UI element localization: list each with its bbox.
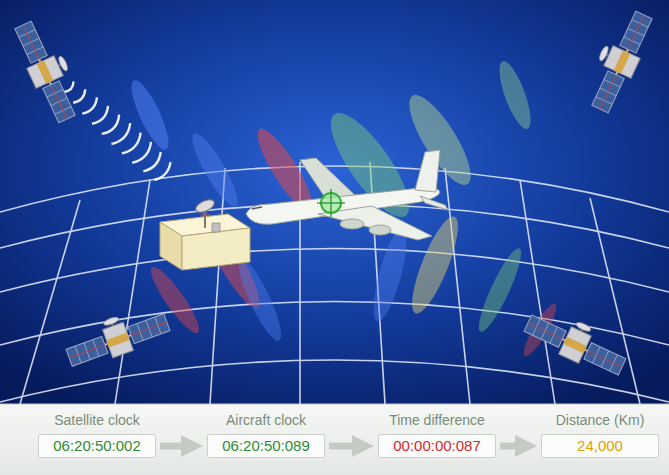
airplane [246, 150, 448, 240]
readout-group: Distance (Km) 24,000 [541, 411, 659, 458]
sky-background [0, 0, 669, 404]
chevron-arrow [500, 443, 526, 450]
satellite [61, 301, 172, 372]
readout-label: Satellite clock [38, 411, 156, 429]
readout-value: 24,000 [541, 434, 659, 458]
satellite [579, 5, 657, 115]
satellite [9, 15, 87, 125]
readout-value: 06:20:50:002 [38, 434, 156, 458]
readout-label: Aircraft clock [207, 411, 325, 429]
readout-group: Aircraft clock 06:20:50:089 [207, 411, 325, 458]
readout-label: Distance (Km) [541, 411, 659, 429]
chevron-arrow [160, 443, 192, 450]
readout-value: 06:20:50:089 [207, 434, 325, 458]
satellite [522, 302, 632, 380]
readout-bar [0, 404, 669, 475]
signal-waves [59, 76, 174, 184]
readout-value: 00:00:00:087 [378, 434, 496, 458]
readout-label: Time difference [378, 411, 496, 429]
readout-group: Satellite clock 06:20:50:002 [38, 411, 156, 458]
readout-group: Time difference 00:00:00:087 [378, 411, 496, 458]
signal-beams [125, 58, 561, 360]
ground-station [160, 197, 250, 270]
earth-grid [0, 162, 669, 404]
chevron-arrow [329, 443, 363, 450]
